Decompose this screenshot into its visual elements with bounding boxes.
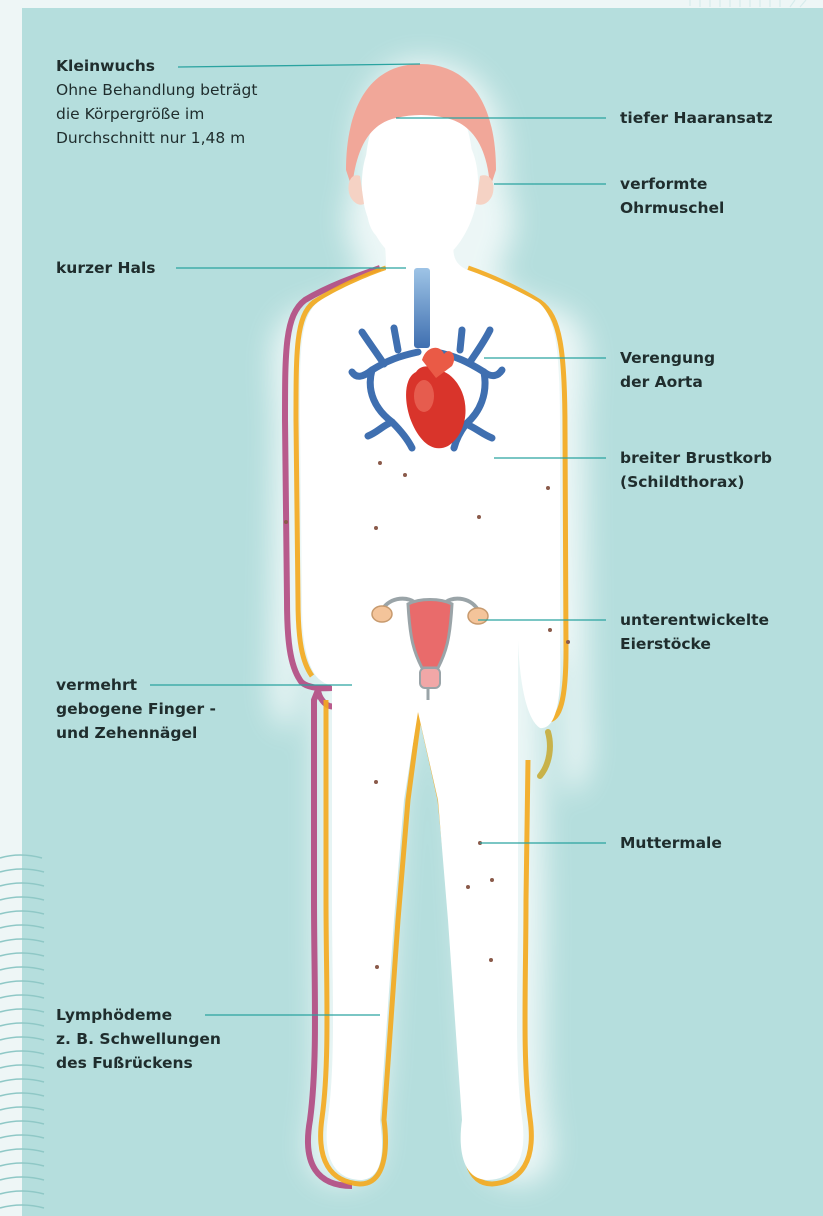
label-aorta-line-2: der Aorta xyxy=(620,370,715,394)
label-ohrmuschel-line-2: Ohrmuschel xyxy=(620,196,724,220)
label-brustkorb-line-1: breiter Brustkorb xyxy=(620,446,772,470)
label-haaransatz: tiefer Haaransatz xyxy=(620,106,773,130)
label-lymph-line-2: z. B. Schwellungen xyxy=(56,1027,221,1051)
label-naegel-line-2: gebogene Finger - xyxy=(56,697,216,721)
label-kleinwuchs-desc-1: Ohne Behandlung beträgt xyxy=(56,78,257,102)
label-muttermale-text: Muttermale xyxy=(620,831,722,855)
label-kleinwuchs-title: Kleinwuchs xyxy=(56,54,257,78)
label-aorta-line-1: Verengung xyxy=(620,346,715,370)
label-kleinwuchs-desc-3: Durchschnitt nur 1,48 m xyxy=(56,126,257,150)
label-haaransatz-text: tiefer Haaransatz xyxy=(620,106,773,130)
label-brustkorb-line-2: (Schildthorax) xyxy=(620,470,772,494)
label-aorta: Verengung der Aorta xyxy=(620,346,715,394)
label-kleinwuchs: Kleinwuchs Ohne Behandlung beträgt die K… xyxy=(56,54,257,150)
label-kleinwuchs-desc-2: die Körpergröße im xyxy=(56,102,257,126)
label-lymph: Lymphödeme z. B. Schwellungen des Fußrüc… xyxy=(56,1003,221,1075)
label-ohrmuschel-line-1: verformte xyxy=(620,172,724,196)
label-hals: kurzer Hals xyxy=(56,256,156,280)
label-hals-text: kurzer Hals xyxy=(56,256,156,280)
label-eierstoecke-line-2: Eierstöcke xyxy=(620,632,769,656)
label-naegel: vermehrt gebogene Finger - und Zehennäge… xyxy=(56,673,216,745)
neck-vessel xyxy=(414,268,430,348)
label-eierstoecke-line-1: unterentwickelte xyxy=(620,608,769,632)
label-lymph-line-1: Lymphödeme xyxy=(56,1003,221,1027)
label-naegel-line-3: und Zehennägel xyxy=(56,721,216,745)
label-lymph-line-3: des Fußrückens xyxy=(56,1051,221,1075)
label-ohrmuschel: verformte Ohrmuschel xyxy=(620,172,724,220)
label-eierstoecke: unterentwickelte Eierstöcke xyxy=(620,608,769,656)
label-brustkorb: breiter Brustkorb (Schildthorax) xyxy=(620,446,772,494)
label-muttermale: Muttermale xyxy=(620,831,722,855)
label-naegel-line-1: vermehrt xyxy=(56,673,216,697)
